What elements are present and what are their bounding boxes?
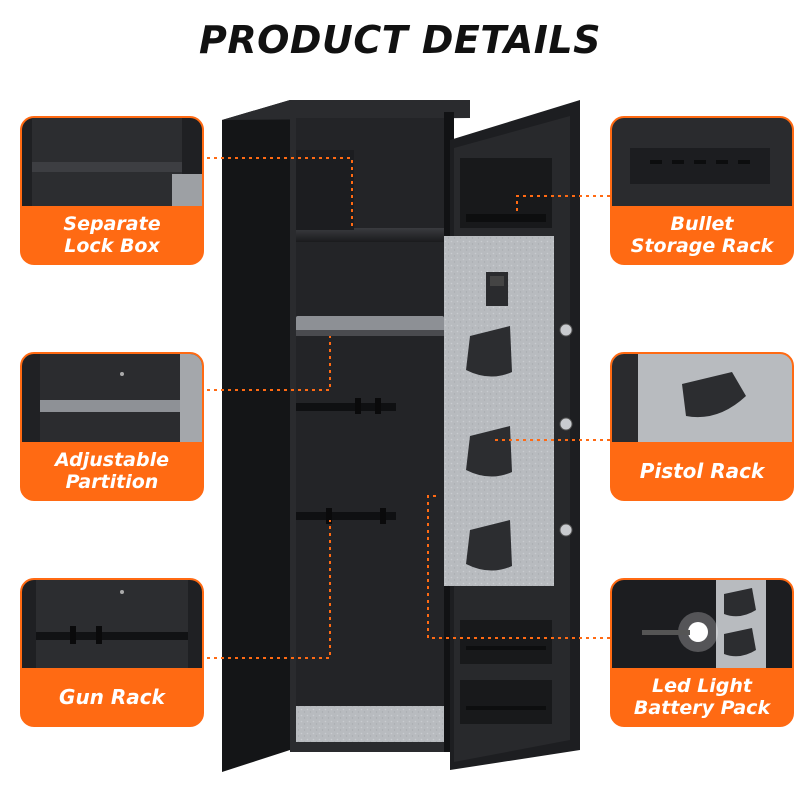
leader-led-battery: [427, 495, 610, 639]
leader-lock-box: [200, 157, 353, 228]
door-pocket-lower: [460, 680, 552, 724]
pistol-holster-1: [466, 326, 512, 377]
card-bullet-storage-rack: Bullet Storage Rack: [610, 116, 794, 265]
card-adjustable-partition: Adjustable Partition: [20, 352, 204, 501]
label-adjustable-partition: Adjustable Partition: [55, 448, 169, 493]
leader-bullet-rack: [516, 195, 610, 214]
safe-left-side: [222, 100, 290, 772]
lock-box-shelf: [296, 228, 444, 242]
partition-photo: [22, 354, 202, 442]
leader-partition: [200, 336, 331, 391]
adjustable-partition: [296, 316, 444, 332]
label-separate-lock-box: Separate Lock Box: [63, 212, 161, 257]
led-light-photo: [612, 580, 792, 668]
card-gun-rack: Gun Rack: [20, 578, 204, 727]
door-pocket-upper: [460, 620, 552, 664]
label-pistol-rack: Pistol Rack: [639, 458, 765, 483]
card-separate-lock-box: Separate Lock Box: [20, 116, 204, 265]
bullet-rack-photo: [612, 118, 792, 206]
lock-box-photo: [22, 118, 202, 206]
card-led-light-battery-pack: Led Light Battery Pack: [610, 578, 794, 727]
leader-gun-rack: [200, 520, 331, 659]
gun-rack-lower: [296, 512, 396, 520]
label-bullet-storage-rack: Bullet Storage Rack: [630, 212, 774, 257]
label-led-light-battery-pack: Led Light Battery Pack: [633, 674, 771, 719]
label-gun-rack: Gun Rack: [59, 684, 165, 709]
pistol-holster-3: [466, 520, 512, 571]
page-title: PRODUCT DETAILS: [199, 18, 601, 62]
pistol-rack-photo: [612, 354, 792, 442]
floor-felt: [296, 706, 444, 742]
gun-rack-photo: [22, 580, 202, 668]
card-pistol-rack: Pistol Rack: [610, 352, 794, 501]
pistol-holster-2: [466, 426, 512, 477]
gun-rack-upper: [296, 403, 396, 411]
